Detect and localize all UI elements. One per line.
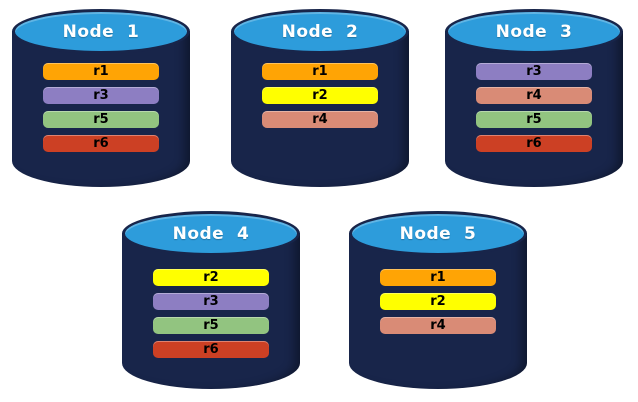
replica-bar-r1: r1 [43,63,159,80]
node-1-title: Node 1 [62,21,140,42]
node-2-cylinder-body [231,31,409,187]
replica-bar-r1: r1 [380,269,496,286]
node-3-title: Node 3 [495,21,573,42]
replica-bar-r3: r3 [476,63,592,80]
node-5-title: Node 5 [399,223,477,244]
node-3-replica-list: r3 r4 r5 r6 [476,63,592,152]
replica-bar-r5: r5 [43,111,159,128]
node-1-cylinder-top: Node 1 [12,9,190,54]
replica-bar-r3: r3 [153,293,269,310]
replica-bar-r5: r5 [476,111,592,128]
node-2-replica-list: r1 r2 r4 [262,63,378,128]
node-4-title: Node 4 [172,223,250,244]
node-3-cylinder-body [445,31,623,187]
node-5-replica-list: r1 r2 r4 [380,269,496,334]
node-3-cylinder-top: Node 3 [445,9,623,54]
replica-bar-r4: r4 [262,111,378,128]
node-1-cylinder: Node 1 r1 r3 r5 r6 [12,9,190,187]
replica-bar-r2: r2 [380,293,496,310]
replica-bar-r4: r4 [380,317,496,334]
replica-bar-r1: r1 [262,63,378,80]
node-2-cylinder-top: Node 2 [231,9,409,54]
node-4-cylinder-body [122,233,300,389]
node-4-replica-list: r2 r3 r5 r6 [153,269,269,358]
node-5-cylinder-body [349,233,527,389]
replica-bar-r5: r5 [153,317,269,334]
node-1-cylinder-body [12,31,190,187]
node-3-cylinder: Node 3 r3 r4 r5 r6 [445,9,623,187]
node-1-replica-list: r1 r3 r5 r6 [43,63,159,152]
replica-bar-r2: r2 [153,269,269,286]
node-4-cylinder-top: Node 4 [122,211,300,256]
node-2-title: Node 2 [281,21,359,42]
replica-bar-r6: r6 [153,341,269,358]
replica-bar-r3: r3 [43,87,159,104]
node-4-cylinder: Node 4 r2 r3 r5 r6 [122,211,300,389]
replica-bar-r4: r4 [476,87,592,104]
replica-bar-r6: r6 [43,135,159,152]
node-5-cylinder-top: Node 5 [349,211,527,256]
replica-bar-r2: r2 [262,87,378,104]
replica-bar-r6: r6 [476,135,592,152]
node-2-cylinder: Node 2 r1 r2 r4 [231,9,409,187]
node-5-cylinder: Node 5 r1 r2 r4 [349,211,527,389]
